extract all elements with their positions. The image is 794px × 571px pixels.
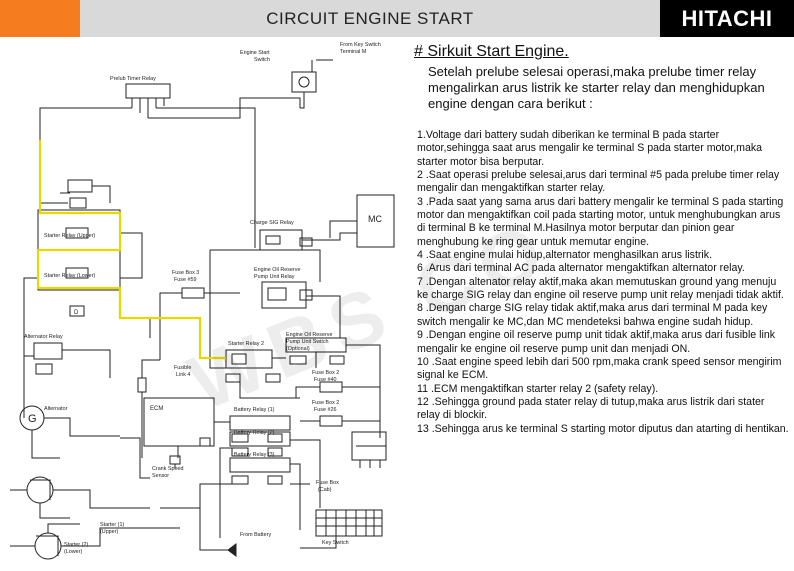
section-heading: # Sirkuit Start Engine. xyxy=(414,43,569,60)
circuit-diagram-svg: Engine Start Switch From Key Switch Term… xyxy=(10,42,395,560)
label-engine-start-switch: Engine Start xyxy=(240,50,270,56)
engine-start-switch-symbol xyxy=(291,71,317,93)
label-starter-2-2: (Lower) xyxy=(64,549,82,555)
title-bar: CIRCUIT ENGINE START xyxy=(80,0,660,37)
label-fuse-box-3-2: Fuse #59 xyxy=(174,277,196,283)
label-fuse-box-3: Fuse Box 3 xyxy=(172,270,199,276)
label-from-key-switch: From Key Switch xyxy=(340,42,381,48)
step-item: 10 .Saat engine speed lebih dari 500 rpm… xyxy=(417,355,782,382)
label-starter-1-2: (Upper) xyxy=(100,529,118,535)
engine-oil-reserve-relay-box xyxy=(261,281,307,309)
intro-paragraph: Setelah prelube selesai operasi,maka pre… xyxy=(428,64,765,111)
label-engine-start-switch-2: Switch xyxy=(254,57,270,63)
key-switch-grid xyxy=(315,509,383,537)
brand-logo: HITACHI xyxy=(660,0,794,37)
current-path-highlight xyxy=(36,140,226,360)
step-item: 13 .Sehingga arus ke terminal S starting… xyxy=(417,422,789,435)
label-generator-symbol: G xyxy=(28,413,37,425)
label-engine-oil-reserve-switch-3: (Optional) xyxy=(286,346,310,352)
label-starter-relay-upper: Starter Relay (Upper) xyxy=(44,233,95,239)
label-alternator: Alternator xyxy=(44,406,68,412)
label-starter-2: Starter (2) xyxy=(64,542,88,548)
text-panel: # Sirkuit Start Engine. Setelah prelube … xyxy=(414,42,790,436)
alternator-relay-box xyxy=(33,342,63,360)
label-crank-speed-sensor: Crank Speed xyxy=(152,466,183,472)
label-battery-relay-1: Battery Relay (1) xyxy=(234,407,275,413)
label-from-key-switch-2: Terminal M xyxy=(340,49,367,55)
label-fuse-box-2a-2: Fuse #40 xyxy=(314,377,336,383)
label-starter-1: Starter (1) xyxy=(100,522,124,528)
step-item: 6 .Arus dari terminal AC pada alternator… xyxy=(417,262,745,275)
step-item: 11 .ECM mengaktifkan starter relay 2 (sa… xyxy=(417,382,659,395)
label-battery-relay-3: Battery Relay (3) xyxy=(234,452,275,458)
starter-2-symbol xyxy=(34,532,62,560)
label-key-switch: Key Switch xyxy=(322,540,349,546)
step-item: 2 .Saat operasi prelube selesai,arus dar… xyxy=(417,169,780,195)
label-engine-oil-reserve-switch-2: Pump Unit Switch xyxy=(286,339,329,345)
label-fuse-box-2b: Fuse Box 2 xyxy=(312,400,339,406)
page-title: CIRCUIT ENGINE START xyxy=(266,8,474,28)
label-engine-oil-reserve-relay-2: Pump Unit Relay xyxy=(254,274,295,280)
header-accent-block xyxy=(0,0,80,37)
label-fusible-link: Fusible xyxy=(174,365,191,371)
label-fuse-box-cab: Fuse Box xyxy=(316,480,339,486)
label-engine-oil-reserve-switch: Engine Oil Reserve xyxy=(286,332,332,338)
starter-relay-upper-box xyxy=(37,209,121,251)
step-item: 4 .Saat engine mulai hidup,alternator me… xyxy=(417,249,713,262)
starter-relay-2-box xyxy=(225,349,273,369)
label-charge-sig-relay: Charge SIG Relay xyxy=(250,220,294,226)
label-battery-relay-2: Battery Relay (2) xyxy=(234,430,275,436)
step-item: 12 .Sehingga ground pada stater relay di… xyxy=(417,395,765,422)
battery-relay-1-box xyxy=(229,415,291,431)
battery-relay-2-box xyxy=(229,431,291,447)
label-from-battery: From Battery xyxy=(240,532,271,538)
label-fuse-box-2a: Fuse Box 2 xyxy=(312,370,339,376)
label-diode: D xyxy=(74,310,79,316)
label-fuse-box-2b-2: Fuse #26 xyxy=(314,407,336,413)
label-fusible-link-2: Link 4 xyxy=(176,372,190,378)
label-crank-speed-sensor-2: Sensor xyxy=(152,473,169,479)
starter-1-symbol xyxy=(26,476,54,504)
label-starter-relay-2: Starter Relay 2 xyxy=(228,341,264,347)
label-fuse-box-cab-2: (Cab) xyxy=(318,487,332,493)
step-item: 9 .Dengan engine oil reserve pump unit t… xyxy=(417,329,776,355)
label-mc: MC xyxy=(368,214,382,224)
prelube-timer-relay-box xyxy=(125,83,171,99)
starter-relay-lower-box xyxy=(37,249,121,291)
step-item: 1.Voltage dari battery sudah diberikan k… xyxy=(417,129,763,168)
label-ecm: ECM xyxy=(150,406,163,412)
step-item: 3 .Pada saat yang sama arus dari battery… xyxy=(417,195,784,248)
label-alternator-relay: Alternator Relay xyxy=(24,334,63,340)
battery-relay-3-box xyxy=(229,457,291,473)
step-item: 7 .Dengan altenator relay aktif,maka aka… xyxy=(417,275,784,302)
step-item: 8 .Dengan charge SIG relay tidak aktif,m… xyxy=(417,302,768,328)
label-starter-relay-lower: Starter Relay (Lower) xyxy=(44,273,95,279)
label-engine-oil-reserve-relay: Engine Oil Reserve xyxy=(254,267,300,273)
steps-list: 1.Voltage dari battery sudah diberikan k… xyxy=(417,129,790,436)
label-prelube-timer-relay: Prelub Timer Relay xyxy=(110,76,156,82)
circuit-diagram: Engine Start Switch From Key Switch Term… xyxy=(0,38,408,566)
